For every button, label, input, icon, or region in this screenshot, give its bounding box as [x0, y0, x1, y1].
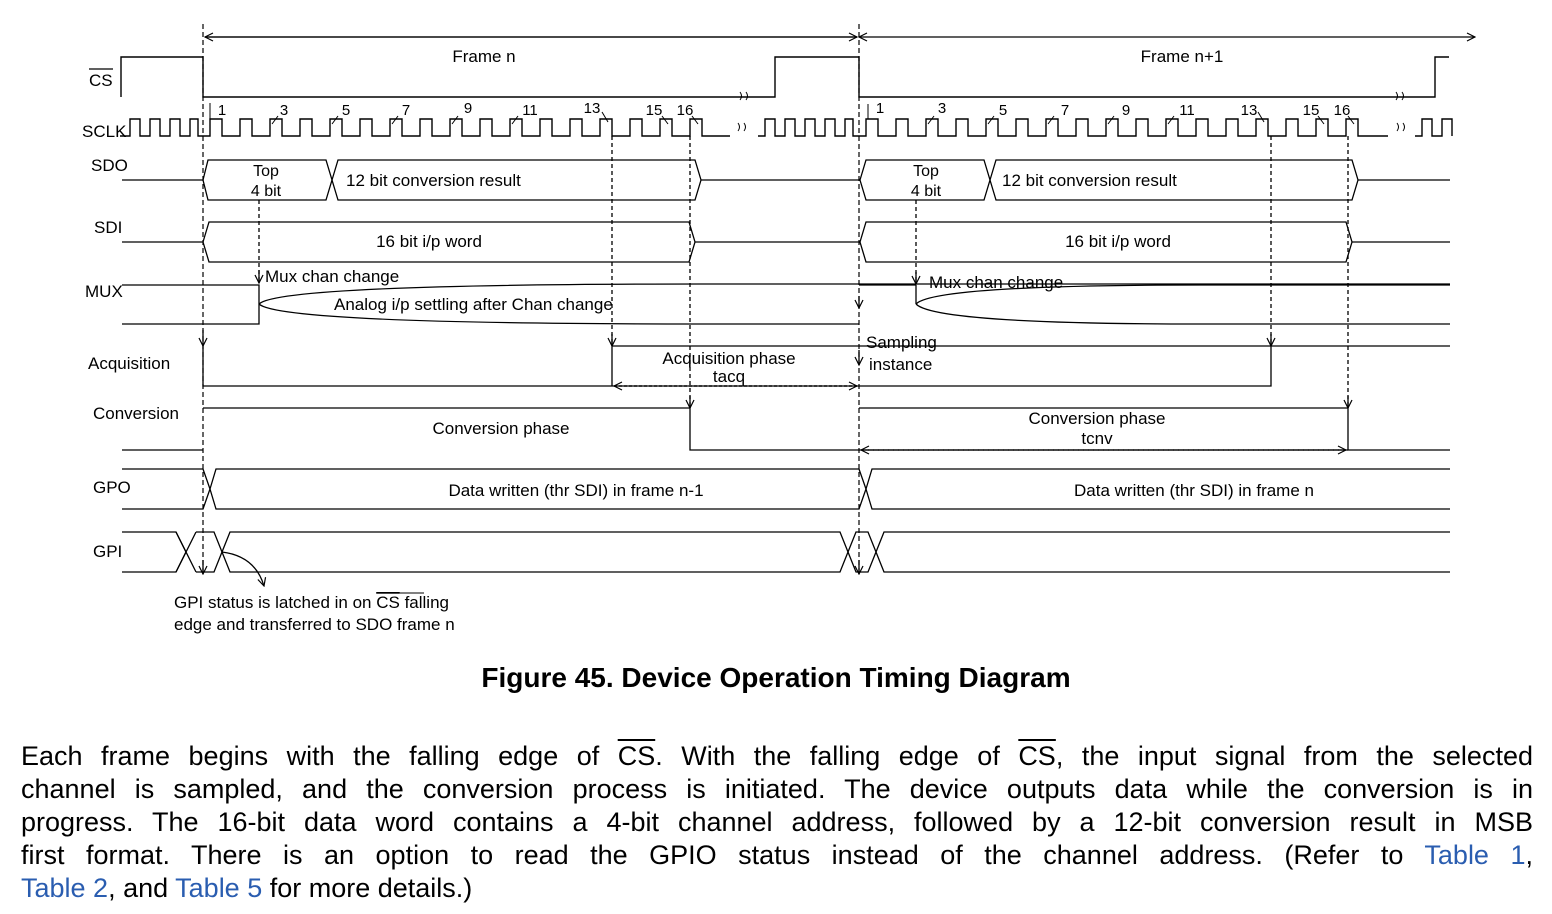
clock-number: 16 [1334, 102, 1351, 119]
sdo-top-line2: 4 bit [911, 183, 942, 200]
sdi-word-label: 16 bit i/p word [376, 232, 482, 251]
conversion-waveform [122, 407, 1450, 451]
sdo-bus [122, 159, 1450, 201]
signal-labels: CS SCLK SDO SDI MUX Acquisition Conversi… [82, 68, 179, 561]
clock-number: 11 [522, 102, 538, 119]
gpo-frame1-label: Data written (thr SDI) in frame n-1 [448, 481, 703, 500]
paragraph-line-4: first format. There is an option to read… [21, 840, 1533, 870]
clock-number: 13 [1241, 102, 1258, 119]
gpi-bus [122, 531, 1450, 573]
clock-number: 11 [1179, 102, 1195, 119]
paragraph-line-1: Each frame begins with the falling edge … [21, 741, 1533, 771]
paragraph-line-5: Table 2, and Table 5 for more details.) [21, 873, 473, 903]
paragraph-line-3: progress. The 16-bit data word contains … [21, 807, 1533, 837]
frame-n-label: Frame n [452, 47, 515, 66]
clock-number: 7 [1061, 102, 1069, 119]
gpo-bus [122, 468, 1450, 510]
sclk-waveform-end [1415, 118, 1453, 137]
event-markers [258, 136, 1349, 406]
sdi-label: SDI [94, 218, 122, 237]
cs-overbar-text: CS [1018, 741, 1056, 771]
sclk-break-marks [737, 91, 1405, 132]
mux-settling-label: Analog i/p settling after Chan change [334, 295, 613, 314]
sdo-top-line1: Top [253, 163, 279, 180]
conversion-phase-label: Conversion phase [432, 419, 569, 438]
cs-label: CS [89, 71, 113, 90]
clock-number-ticks [209, 103, 1355, 125]
conversion-phase2-line2: tcnv [1081, 429, 1113, 448]
acquisition-label: Acquisition [88, 354, 170, 373]
cs-overbar-text: CS [376, 593, 400, 612]
frame-n1-label: Frame n+1 [1141, 47, 1224, 66]
acquisition-phase-line2: tacq [713, 367, 745, 386]
mux-change-label: Mux chan change [929, 273, 1063, 292]
acquisition-waveform [202, 345, 1450, 387]
clock-number: 1 [876, 100, 884, 117]
sclk-waveform [120, 118, 730, 137]
acquisition-phase-line1: Acquisition phase [662, 349, 795, 368]
paragraph-line-2: channel is sampled, and the conversion p… [21, 774, 1533, 804]
conversion-phase2-line1: Conversion phase [1028, 409, 1165, 428]
clock-number: 15 [646, 102, 663, 119]
clock-numbers: 1 3 5 7 9 11 13 15 16 1 3 5 7 9 11 13 15… [218, 100, 1351, 119]
sdo-label: SDO [91, 156, 128, 175]
table-2-link[interactable]: Table 2 [21, 873, 109, 903]
figure-caption: Figure 45. Device Operation Timing Diagr… [481, 662, 1071, 693]
sdi-word-label: 16 bit i/p word [1065, 232, 1171, 251]
gpo-frame2-label: Data written (thr SDI) in frame n [1074, 481, 1314, 500]
gpi-note-line1: GPI status is latched in on CS falling [174, 593, 449, 612]
cs-waveform [120, 56, 1449, 98]
sampling-line2: instance [869, 355, 932, 374]
clock-number: 3 [938, 100, 946, 117]
sdo-result-label: 12 bit conversion result [346, 171, 521, 190]
mux-change-label: Mux chan change [265, 267, 399, 286]
gpi-label: GPI [93, 542, 122, 561]
sdo-top-line2: 4 bit [251, 183, 282, 200]
conversion-label: Conversion [93, 404, 179, 423]
clock-number: 9 [1122, 102, 1130, 119]
description-paragraph: Each frame begins with the falling edge … [21, 740, 1533, 905]
timing-diagram: CS SCLK SDO SDI MUX Acquisition Conversi… [82, 24, 1552, 634]
sclk-label: SCLK [82, 122, 127, 141]
gpo-label: GPO [93, 478, 131, 497]
event-arrows [203, 270, 1348, 586]
sclk-waveform-mid [758, 118, 1388, 137]
clock-number: 7 [402, 102, 410, 119]
table-1-link[interactable]: Table 1 [1424, 840, 1526, 870]
clock-number: 5 [999, 102, 1007, 119]
mux-label: MUX [85, 282, 123, 301]
sdo-result-label: 12 bit conversion result [1002, 171, 1177, 190]
table-5-link[interactable]: Table 5 [175, 873, 263, 903]
clock-number: 13 [584, 100, 601, 117]
clock-number: 15 [1303, 102, 1320, 119]
clock-number: 1 [218, 102, 226, 119]
gpi-note-line2: edge and transferred to SDO frame n [174, 615, 455, 634]
mux-waveform [122, 283, 1450, 325]
clock-number: 3 [280, 102, 288, 119]
clock-number: 16 [677, 102, 694, 119]
clock-number: 9 [464, 100, 472, 117]
clock-number: 5 [342, 102, 350, 119]
sdo-top-line1: Top [913, 163, 939, 180]
sdi-bus [122, 221, 1450, 263]
cs-overbar-text: CS [617, 741, 656, 771]
sampling-line1: Sampling [866, 333, 937, 352]
